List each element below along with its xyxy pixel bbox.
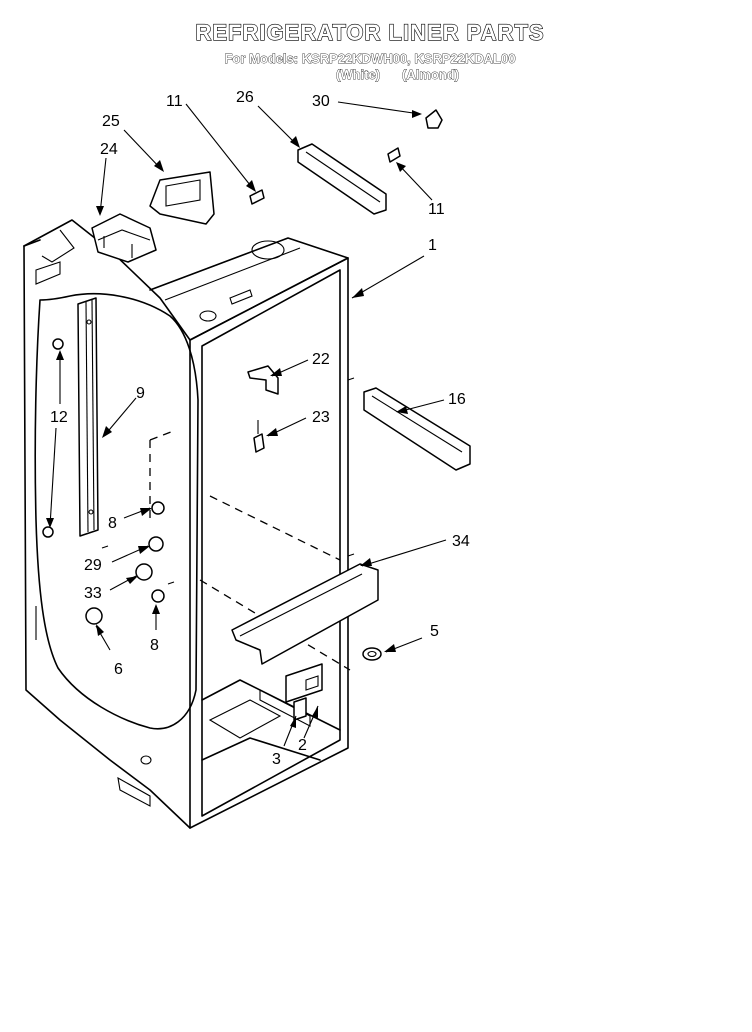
callout-9: 9 [136,385,145,402]
callout-8-upper: 8 [108,515,117,532]
models-line: For Models: KSRP22KDWH00, KSRP22KDAL00 [224,51,516,67]
callout-5: 5 [430,623,439,640]
color-white-label: (White) [336,67,381,83]
callout-33: 33 [84,585,102,602]
callout-25: 25 [102,113,120,130]
page-title: REFRIGERATOR LINER PARTS [195,19,545,45]
part-25-bracket [149,171,215,225]
callout-3: 3 [272,751,281,768]
part-9-rail [77,297,99,537]
callout-6: 6 [114,661,123,678]
callout-24: 24 [100,141,118,158]
callout-34: 34 [452,533,470,550]
callout-8-lower: 8 [150,637,159,654]
callout-11-left: 11 [166,93,183,110]
part-5-grommet [362,647,382,661]
callout-12: 12 [50,409,68,426]
part-16-channel [363,387,471,471]
small-parts [42,338,177,625]
callout-16: 16 [448,391,466,408]
callout-26: 26 [236,89,254,106]
color-almond-label: (Almond) [402,67,460,83]
callout-30: 30 [312,93,330,110]
callout-labels: 1 2 3 5 6 8 8 9 11 11 12 16 22 23 24 25 … [50,89,470,768]
part-2-3-labels [285,663,323,721]
liner-body [23,219,355,829]
callout-29: 29 [84,557,102,574]
part-30-clip [425,109,443,129]
callout-22: 22 [312,351,330,368]
part-24-housing [91,213,157,263]
part-23-screw [253,420,265,453]
callout-11-right: 11 [428,201,445,218]
part-34-shelf [231,563,379,665]
part-26-channel [297,143,387,215]
callout-23: 23 [312,409,330,426]
part-11-screws [249,147,401,205]
part-22-bracket [247,365,279,395]
callout-2: 2 [298,737,307,754]
leader-lines [46,101,447,747]
callout-1: 1 [428,237,437,254]
